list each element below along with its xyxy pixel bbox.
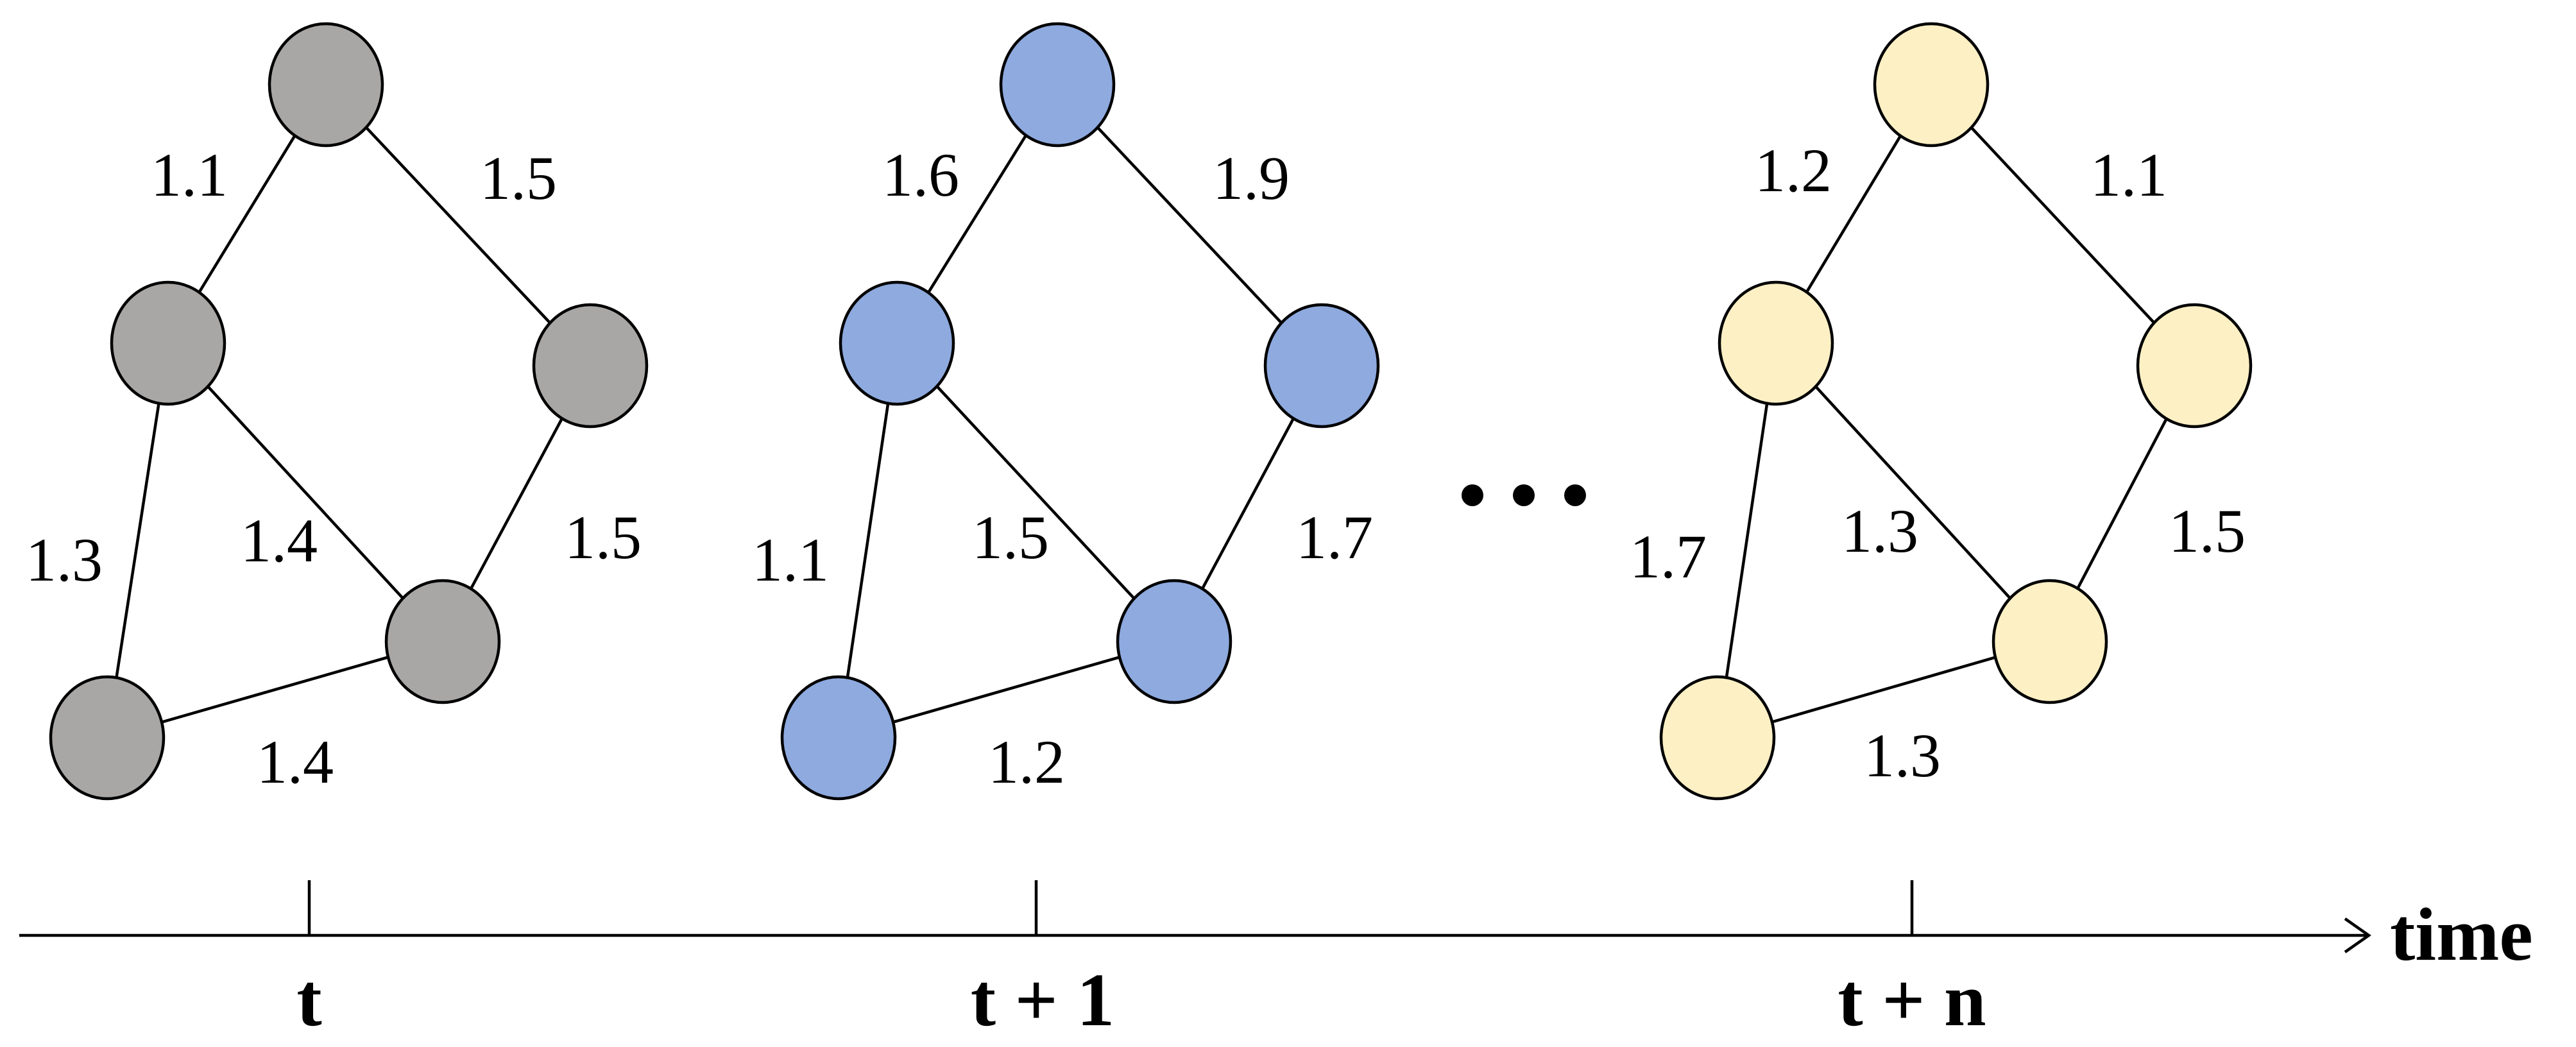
edge-top-right [1056, 83, 1323, 367]
graph-t-plus-1: 1.6 1.9 1.1 1.5 1.7 1.2 [752, 22, 1380, 801]
node-top [268, 22, 384, 148]
weight-left-bottom: 1.7 [1630, 522, 1707, 591]
graph-t: 1.1 1.5 1.3 1.4 1.5 1.4 [26, 22, 649, 801]
edge-top-right [1930, 83, 2196, 367]
weight-top-left: 1.1 [151, 140, 228, 209]
weight-left-center: 1.3 [1841, 497, 1918, 565]
graph-t-plus-n: 1.2 1.1 1.7 1.3 1.5 1.3 [1630, 22, 2253, 801]
node-left [1718, 280, 1834, 406]
tick-label-t: t [296, 958, 321, 1042]
edge-left-center [167, 342, 444, 643]
edge-top-right [325, 83, 592, 367]
node-bottom [780, 675, 897, 801]
weight-bottom-center: 1.4 [257, 728, 334, 796]
tick-label-t-plus-n: t + n [1838, 958, 1986, 1042]
ellipsis [1462, 484, 1586, 506]
node-right [532, 303, 649, 429]
ellipsis-dot [1513, 484, 1535, 506]
tick-label-t-plus-1: t + 1 [971, 958, 1115, 1042]
axis-label: time [2390, 892, 2533, 976]
weight-top-right: 1.5 [480, 144, 557, 212]
node-top [1873, 22, 1990, 148]
axis-arrowhead [2344, 917, 2371, 953]
weight-right-center: 1.7 [1296, 503, 1373, 572]
node-bottom [1659, 675, 1776, 801]
edge-left-bottom [105, 343, 170, 738]
node-top [999, 22, 1116, 148]
ellipsis-dot [1462, 484, 1483, 506]
edge-left-bottom [1716, 343, 1778, 738]
weight-bottom-center: 1.2 [988, 728, 1065, 796]
node-center [1116, 579, 1233, 704]
edge-left-center [1775, 342, 2051, 643]
weight-left-center: 1.5 [972, 503, 1049, 572]
node-center [1992, 579, 2108, 704]
weight-right-center: 1.5 [2169, 497, 2246, 565]
weight-left-bottom: 1.1 [752, 525, 829, 594]
node-bottom [49, 675, 166, 801]
weight-right-center: 1.5 [565, 503, 642, 572]
weight-bottom-center: 1.3 [1864, 721, 1941, 790]
edge-left-center [896, 342, 1175, 643]
time-axis: t t + 1 t + n time [19, 880, 2533, 1042]
edge-left-bottom [837, 343, 899, 738]
node-right [1263, 303, 1380, 429]
node-left [839, 280, 955, 406]
node-center [384, 579, 501, 704]
weight-top-left: 1.6 [882, 140, 959, 209]
weight-top-right: 1.9 [1213, 144, 1290, 212]
weight-left-center: 1.4 [241, 506, 318, 575]
weight-left-bottom: 1.3 [26, 525, 103, 594]
weight-top-right: 1.1 [2090, 140, 2167, 209]
node-left [110, 280, 226, 406]
node-right [2136, 303, 2253, 429]
ellipsis-dot [1564, 484, 1586, 506]
weight-top-left: 1.2 [1755, 136, 1832, 205]
